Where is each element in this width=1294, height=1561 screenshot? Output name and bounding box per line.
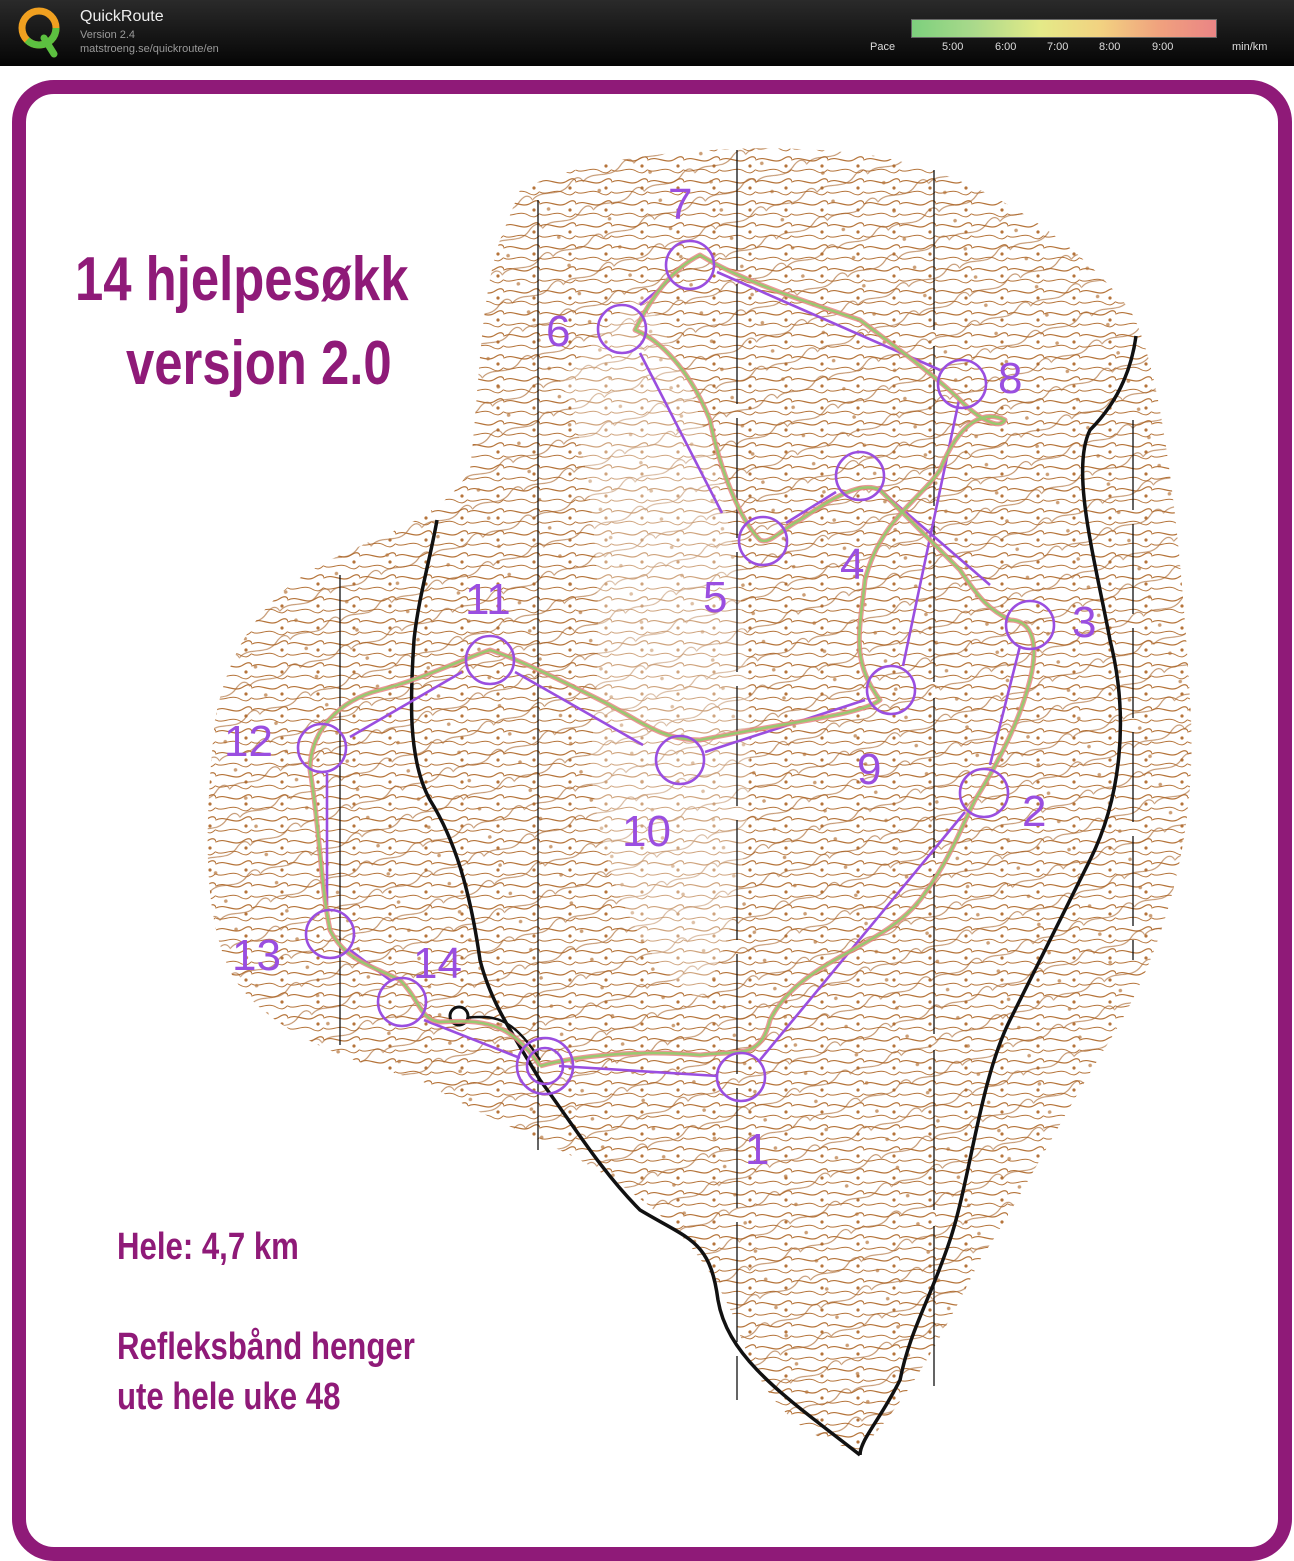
- control-number: 4: [840, 540, 864, 589]
- control-circle: [296, 722, 348, 774]
- control-number: 8: [998, 354, 1022, 403]
- control-number: 9: [857, 745, 881, 794]
- control-number: 5: [703, 573, 727, 622]
- control-number: 2: [1022, 787, 1046, 836]
- control-number: 6: [546, 307, 570, 356]
- control-circle: [464, 634, 516, 686]
- course-legs: [325, 270, 1022, 1078]
- pace-label: Pace: [870, 41, 896, 53]
- start-control-outer: [515, 1036, 575, 1096]
- control-number: 3: [1072, 598, 1096, 647]
- control-number: 1: [745, 1125, 769, 1174]
- control-circle: [834, 450, 886, 502]
- road-east: [858, 335, 1138, 1456]
- control-number: 10: [622, 807, 671, 856]
- control-circle: [865, 664, 917, 716]
- control-circle: [715, 1051, 767, 1103]
- pace-tick-label: 6:00: [995, 41, 1017, 53]
- control-number: 12: [224, 717, 273, 766]
- map-title-line-1: 14 hjelpesøkk: [75, 245, 409, 314]
- map-note-line-1: Refleksbånd henger: [117, 1326, 415, 1368]
- control-number: 7: [668, 180, 692, 229]
- start-control-inner: [525, 1046, 565, 1086]
- control-circle: [654, 734, 706, 786]
- app-url[interactable]: matstroeng.se/quickroute/en: [80, 43, 219, 55]
- control-circles: [296, 239, 1056, 1103]
- control-number: 13: [232, 931, 281, 980]
- control-circle: [376, 976, 428, 1028]
- app-version: Version 2.4: [80, 29, 136, 41]
- control-numbers: 1 2 3 4 5 6 7 8 9 10 11 12 13 14: [224, 180, 1096, 1174]
- control-number: 11: [465, 575, 511, 624]
- path-to-start: [461, 1015, 542, 1061]
- control-number: 14: [413, 939, 462, 988]
- road-west: [409, 519, 862, 1457]
- app-name: QuickRoute: [80, 8, 164, 25]
- pace-tick-label: 8:00: [1099, 41, 1121, 53]
- pace-color-scale: [911, 19, 1217, 38]
- control-circle: [1004, 599, 1056, 651]
- pace-tick-label: 9:00: [1152, 41, 1174, 53]
- map-title-line-2: versjon 2.0: [126, 329, 392, 398]
- course-length-label: Hele: 4,7 km: [117, 1226, 299, 1268]
- control-circle: [596, 303, 648, 355]
- control-circle: [936, 358, 988, 410]
- control-circle: [958, 767, 1010, 819]
- map-note-line-2: ute hele uke 48: [117, 1376, 341, 1418]
- gps-route: [307, 252, 1037, 1069]
- control-circle: [304, 908, 356, 960]
- control-circle: [664, 239, 716, 291]
- pace-tick-label: 5:00: [942, 41, 964, 53]
- pace-unit-label: min/km: [1232, 41, 1268, 53]
- app-header-bar: QuickRoute Version 2.4 matstroeng.se/qui…: [0, 0, 1294, 66]
- pace-tick-label: 7:00: [1047, 41, 1069, 53]
- quickroute-logo-icon: [18, 7, 60, 58]
- control-circle: [737, 515, 789, 567]
